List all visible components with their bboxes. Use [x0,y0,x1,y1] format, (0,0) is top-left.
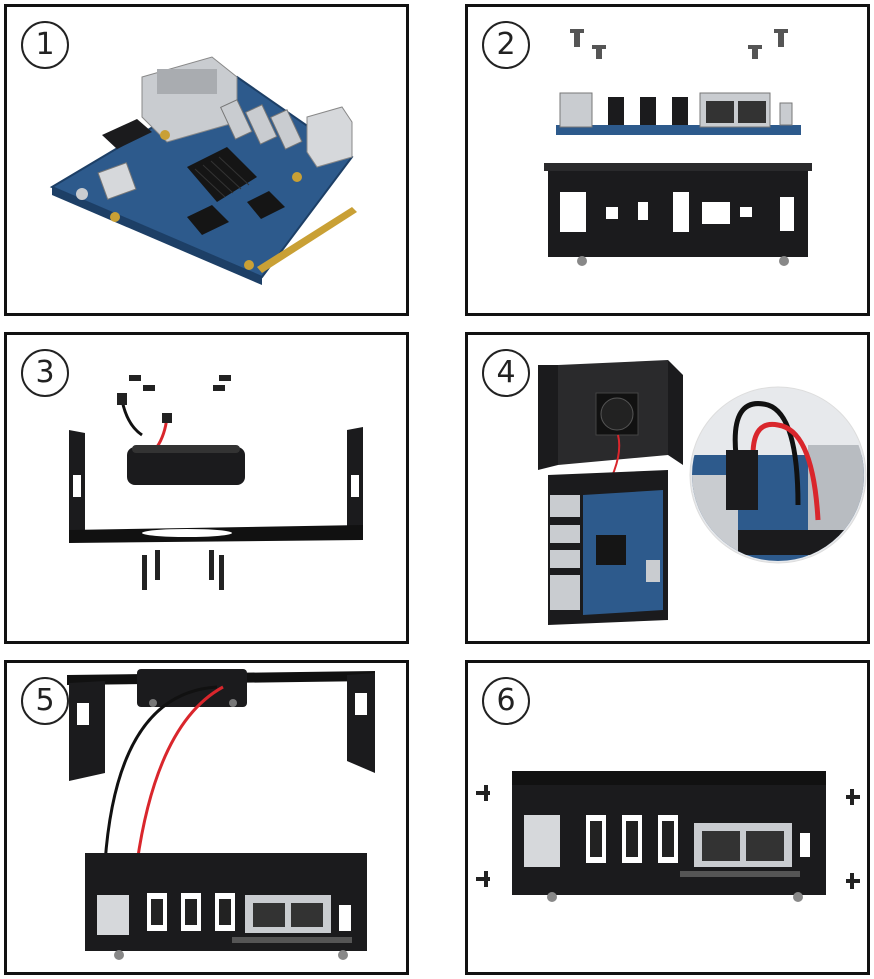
step-number: 1 [21,21,69,69]
step-number: 4 [482,349,530,397]
board-photo [49,56,357,285]
board-and-case-photo [544,29,812,266]
assembled-case-photo [476,771,860,902]
fan-and-lid-photo [69,375,363,590]
step-number: 3 [21,349,69,397]
connect-fan-photo [538,360,867,625]
step-6-panel: 6 [465,660,870,975]
step-5-panel: 5 [4,660,409,975]
step-3-panel: 3 [4,332,409,644]
step-1-panel: 1 [4,4,409,316]
step-number: 2 [482,21,530,69]
step-2-panel: 2 [465,4,870,316]
step-number: 6 [482,677,530,725]
lid-wiring-photo [67,669,375,960]
step-4-panel: 4 [465,332,870,644]
step-number: 5 [21,677,69,725]
